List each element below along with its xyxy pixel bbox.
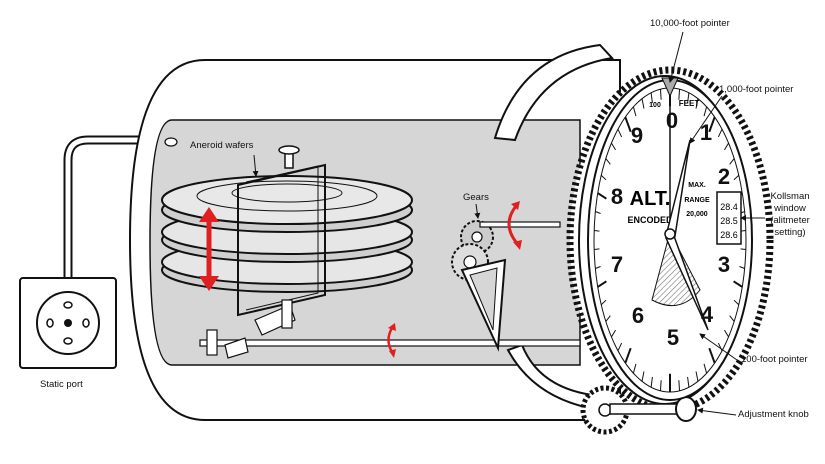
kollsman-reading-2: 28.5 xyxy=(720,216,738,226)
aneroid-wafers xyxy=(161,175,413,293)
dial-tick xyxy=(733,174,740,181)
dial-tick xyxy=(678,380,681,391)
dial-tick xyxy=(611,142,616,151)
dial-tick xyxy=(594,229,600,232)
dial-tick xyxy=(708,347,716,364)
motion-arrows xyxy=(199,201,522,358)
range-value: 20,000 xyxy=(686,211,708,218)
label-pointer-1000: 1,000-foot pointer xyxy=(719,84,794,95)
dial-tick xyxy=(729,158,735,165)
dial-tick xyxy=(641,371,645,382)
label-kollsman: Kollsman window (alitmeter setting) xyxy=(764,191,816,239)
dial-tick xyxy=(605,158,611,165)
dial-numeral-8: 8 xyxy=(611,184,623,209)
label-kollsman-line4: setting) xyxy=(774,227,806,238)
dial-tick xyxy=(624,347,632,364)
dial-tick xyxy=(687,376,690,388)
dial-numeral-1: 1 xyxy=(700,120,712,145)
adjustment-knob xyxy=(580,385,697,435)
encoded-label: ENCODED xyxy=(627,215,673,225)
label-pointer-10000: 10,000-foot pointer xyxy=(650,18,730,29)
label-adjustment-knob: Adjustment knob xyxy=(738,409,809,420)
altimeter-dial: 28.4 28.5 28.6 ALT. ENCODED MAX. RANGE 2… xyxy=(587,77,753,401)
kollsman-reading-1: 28.4 xyxy=(720,202,738,212)
dial-tick xyxy=(650,376,653,388)
dial-tick xyxy=(595,266,601,269)
label-kollsman-line3: (alitmeter xyxy=(770,215,810,226)
kollsman-window xyxy=(716,191,742,245)
pointer-hub xyxy=(664,228,676,240)
dial-tick xyxy=(695,371,699,382)
dial-tick xyxy=(650,92,653,104)
dial-numeral-3: 3 xyxy=(718,252,730,277)
dial-numeral-7: 7 xyxy=(611,252,623,277)
dial-tick xyxy=(632,106,637,117)
dial-tick xyxy=(733,280,743,288)
dial-tick xyxy=(597,192,607,200)
dial-tick xyxy=(687,92,690,104)
max-label: MAX. xyxy=(688,182,706,189)
alt-label: ALT. xyxy=(630,188,671,210)
dial-tick xyxy=(729,315,735,322)
dial-tick xyxy=(641,98,645,109)
label-static-port: Static port xyxy=(40,379,83,390)
dial-tick xyxy=(617,342,623,352)
static-port xyxy=(19,135,140,369)
dial-numeral-6: 6 xyxy=(632,303,644,328)
dial-tick xyxy=(708,116,716,133)
dial-tick xyxy=(659,380,662,391)
gear-train xyxy=(451,220,561,352)
feet-label: FEET xyxy=(679,99,700,108)
dial-tick xyxy=(733,299,740,306)
dial-tick xyxy=(703,363,708,374)
dial-tick xyxy=(695,98,699,109)
dial-tick xyxy=(739,266,745,269)
label-kollsman-line2: window xyxy=(774,203,806,214)
hundred-label: 100 xyxy=(649,102,661,109)
dial-tick xyxy=(717,128,723,138)
dial-numeral-2: 2 xyxy=(718,164,730,189)
dial-tick xyxy=(624,116,632,133)
dial-tick xyxy=(617,128,623,138)
dial-tick xyxy=(703,106,708,117)
range-label: RANGE xyxy=(684,197,710,204)
kollsman-reading-3: 28.6 xyxy=(720,230,738,240)
dial-tick xyxy=(605,315,611,322)
dial-tick xyxy=(724,142,729,151)
dial-tick xyxy=(597,280,607,288)
dial-tick xyxy=(594,248,600,251)
dial-numeral-9: 9 xyxy=(631,123,643,148)
dial-tick xyxy=(724,329,729,338)
label-aneroid-wafers: Aneroid wafers xyxy=(190,140,254,151)
dial-tick xyxy=(740,248,746,251)
dial-tick xyxy=(600,174,607,181)
dial-numeral-0: 0 xyxy=(666,108,678,133)
label-kollsman-line1: Kollsman xyxy=(770,191,810,202)
dial-numeral-5: 5 xyxy=(667,325,679,350)
dial-tick xyxy=(659,89,662,100)
dial-tick xyxy=(632,363,637,374)
label-pointer-100: 100-foot pointer xyxy=(741,354,808,365)
label-gears: Gears xyxy=(463,192,489,203)
dial-tick xyxy=(600,299,607,306)
leader-lines xyxy=(252,31,765,416)
dial-tick xyxy=(611,329,616,338)
dial-tick xyxy=(678,89,681,100)
dial-tick xyxy=(595,211,601,214)
